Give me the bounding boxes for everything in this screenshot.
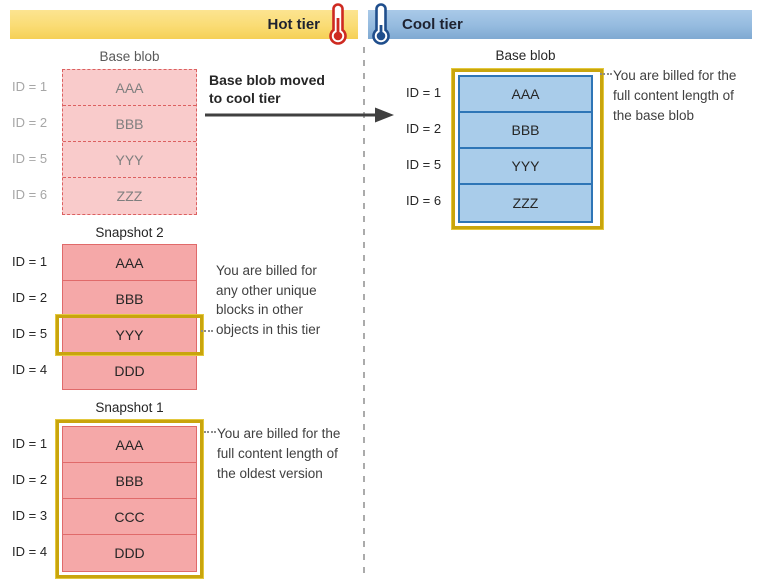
block-row: CCC	[63, 499, 196, 535]
block-row: DDD	[114, 363, 145, 379]
block-row: AAA	[63, 70, 196, 106]
block-row: AAA	[63, 427, 196, 463]
id-label: ID = 5	[12, 151, 48, 166]
block-row: BBB	[63, 281, 196, 317]
snapshot1-billing-note: You are billed for the full content leng…	[217, 426, 341, 481]
id-label: ID = 4	[12, 544, 48, 559]
cool-base-blob-table: AAA BBB YYY ZZZ	[458, 75, 593, 223]
cool-tier-bar: Cool tier	[368, 10, 752, 39]
leader-dots	[204, 431, 216, 433]
hot-base-id-column: ID = 1 ID = 2 ID = 5 ID = 6	[8, 69, 58, 213]
hot-base-blob-title: Base blob	[99, 49, 160, 64]
hot-tier-bar: Hot tier	[10, 10, 358, 39]
block-row: ZZZ	[512, 195, 539, 211]
id-label: ID = 2	[12, 290, 48, 305]
snapshot2-id-column: ID = 1 ID = 2 ID = 5 ID = 4	[8, 244, 58, 388]
snapshot1-gold-frame: AAA BBB CCC DDD	[55, 419, 204, 579]
cool-base-billing-note: You are billed for the full content leng…	[613, 68, 737, 123]
id-label: ID = 2	[12, 472, 48, 487]
snapshot1-table: AAA BBB CCC DDD	[62, 426, 197, 572]
tier-separator-line	[363, 47, 365, 575]
thermometer-cool-icon	[372, 3, 390, 45]
block-row: ZZZ	[116, 188, 143, 204]
block-row: BBB	[63, 463, 196, 499]
hot-base-blob-table: AAA BBB YYY ZZZ	[62, 69, 197, 215]
id-label: ID = 4	[12, 362, 48, 377]
snapshot1-title: Snapshot 1	[95, 400, 164, 415]
unique-block-highlight	[55, 314, 204, 356]
block-row: AAA	[63, 245, 196, 281]
id-label: ID = 1	[12, 79, 48, 94]
leader-dots	[201, 330, 213, 332]
block-row: DDD	[114, 545, 145, 561]
snapshot2-table: AAA BBB YYY DDD	[62, 244, 197, 390]
block-row: AAA	[460, 77, 591, 113]
id-label: ID = 6	[12, 187, 48, 202]
block-row: YYY	[460, 149, 591, 185]
snapshot2-title: Snapshot 2	[95, 225, 164, 240]
move-arrow	[205, 107, 394, 123]
id-label: ID = 5	[406, 157, 442, 172]
cool-base-blob-title: Base blob	[495, 48, 556, 63]
leader-dots	[600, 73, 612, 75]
block-row: BBB	[460, 113, 591, 149]
block-row: BBB	[63, 106, 196, 142]
cool-base-id-column: ID = 1 ID = 2 ID = 5 ID = 6	[402, 75, 452, 219]
id-label: ID = 3	[12, 508, 48, 523]
thermometer-hot-icon	[329, 3, 347, 45]
id-label: ID = 1	[12, 436, 48, 451]
id-label: ID = 5	[12, 326, 48, 341]
cool-base-gold-frame: AAA BBB YYY ZZZ	[451, 68, 604, 230]
snapshot2-billing-note: You are billed for any other unique bloc…	[216, 263, 321, 337]
move-to-cool-note: Base blob moved to cool tier	[209, 72, 325, 106]
id-label: ID = 2	[406, 121, 442, 136]
id-label: ID = 1	[12, 254, 48, 269]
id-label: ID = 1	[406, 85, 442, 100]
cool-tier-label: Cool tier	[402, 16, 463, 33]
hot-tier-label: Hot tier	[267, 16, 321, 33]
block-row: YYY	[63, 142, 196, 178]
id-label: ID = 6	[406, 193, 442, 208]
id-label: ID = 2	[12, 115, 48, 130]
snapshot1-id-column: ID = 1 ID = 2 ID = 3 ID = 4	[8, 426, 58, 570]
